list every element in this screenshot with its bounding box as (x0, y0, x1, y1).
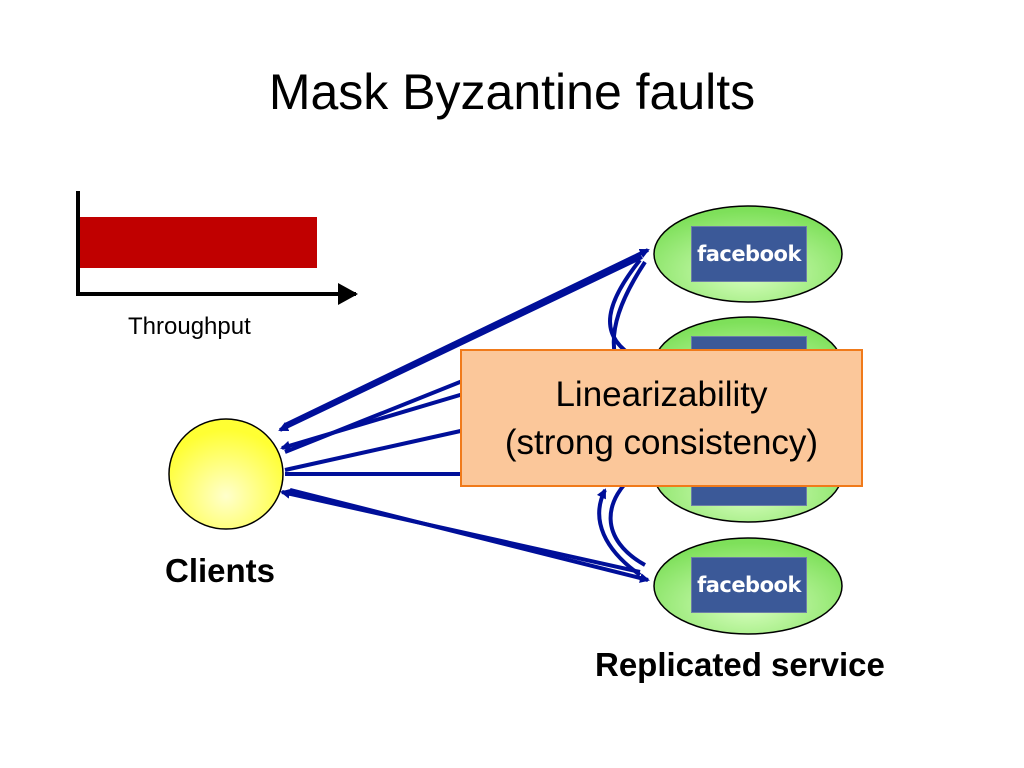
arrow-client-to-replica1 (284, 248, 650, 427)
arrow-replica4-curve-b (596, 488, 642, 577)
arrow-replica1-to-client (278, 255, 643, 432)
arrow-replica4-to-client (280, 488, 641, 574)
facebook-logo-replica-1: facebook (691, 226, 807, 282)
message-arrows (278, 248, 650, 583)
replicated-service-label: Replicated service (595, 646, 885, 683)
clients-node (168, 418, 284, 530)
arrow-replica2-to-client (280, 390, 471, 451)
callout-line-2: (strong consistency) (504, 423, 819, 462)
arrow-replica1-curve-b (611, 260, 647, 356)
arrow-client-to-replica3 (284, 428, 466, 472)
throughput-bar (80, 217, 317, 268)
linearizability-callout: Linearizability (strong consistency) (460, 349, 863, 487)
slide-title: Mask Byzantine faults (268, 64, 756, 120)
clients-label: Clients (165, 552, 276, 589)
callout-line-1: Linearizability (555, 375, 768, 414)
throughput-label: Throughput (128, 313, 251, 340)
throughput-chart (76, 191, 358, 305)
facebook-logo-replica-4: facebook (691, 557, 807, 613)
